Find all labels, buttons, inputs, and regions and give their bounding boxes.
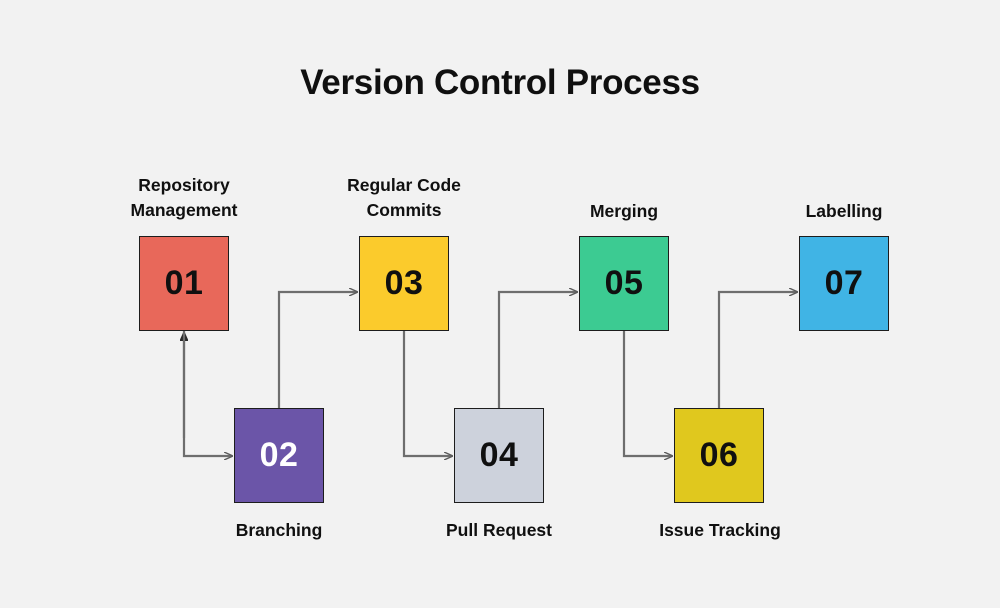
step-number-04: 04 <box>479 436 519 474</box>
step-number-05: 05 <box>604 264 644 302</box>
step-node-03[interactable]: 03 <box>359 236 449 331</box>
step-label-04: Pull Request <box>446 520 552 540</box>
step-label-06: Issue Tracking <box>659 520 781 540</box>
step-label-07: Labelling <box>805 201 883 221</box>
step-number-02: 02 <box>259 436 299 474</box>
step-label-01: Repository Management <box>130 175 238 221</box>
step-number-03: 03 <box>384 264 424 302</box>
step-node-07[interactable]: 07 <box>799 236 889 331</box>
step-label-02: Branching <box>235 520 323 540</box>
step-node-02[interactable]: 02 <box>234 408 324 503</box>
step-number-01: 01 <box>164 264 204 302</box>
step-node-01[interactable]: 01 <box>139 236 229 331</box>
page-title: Version Control Process <box>300 63 700 102</box>
connector-04-to-05 <box>497 292 577 408</box>
connector-01-to-02 <box>182 331 232 456</box>
connector-05-to-06 <box>622 331 672 456</box>
step-node-06[interactable]: 06 <box>674 408 764 503</box>
step-label-05: Merging <box>589 201 659 221</box>
step-number-06: 06 <box>699 436 739 474</box>
connector-02-to-03 <box>277 292 357 408</box>
connector-03-to-04 <box>402 331 452 456</box>
step-number-07: 07 <box>824 264 864 302</box>
step-label-03: Regular Code Commits <box>347 175 461 221</box>
connector-06-to-07 <box>717 292 797 408</box>
step-node-05[interactable]: 05 <box>579 236 669 331</box>
step-node-04[interactable]: 04 <box>454 408 544 503</box>
